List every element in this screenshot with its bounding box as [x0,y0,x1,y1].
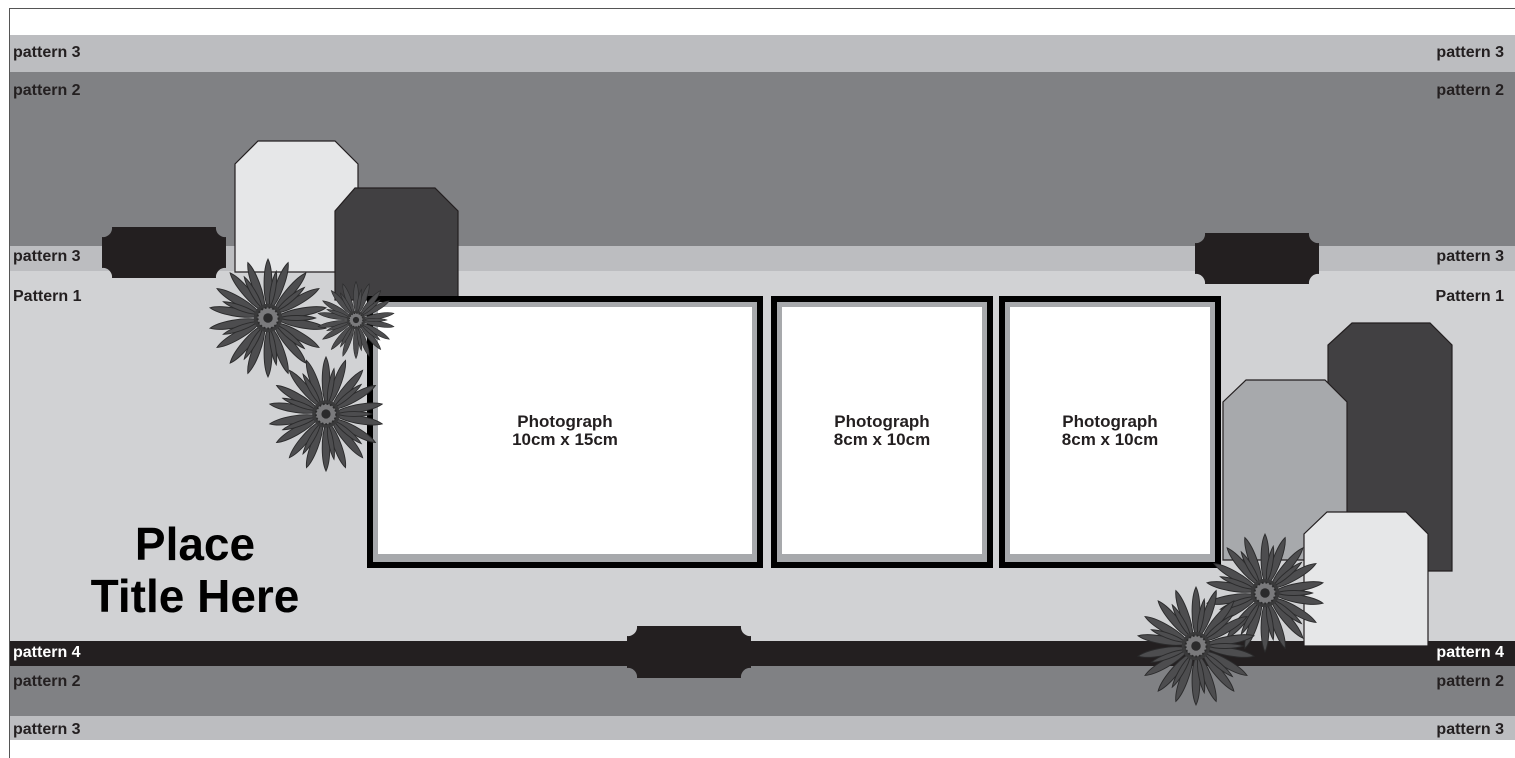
title-placeholder: Place Title Here [40,518,350,622]
title-line-2: Title Here [40,570,350,622]
daisy-flower-icon [269,357,383,471]
daisy-flower-icon [209,259,326,377]
daisy-flower-icon [318,282,395,359]
title-line-1: Place [40,518,350,570]
